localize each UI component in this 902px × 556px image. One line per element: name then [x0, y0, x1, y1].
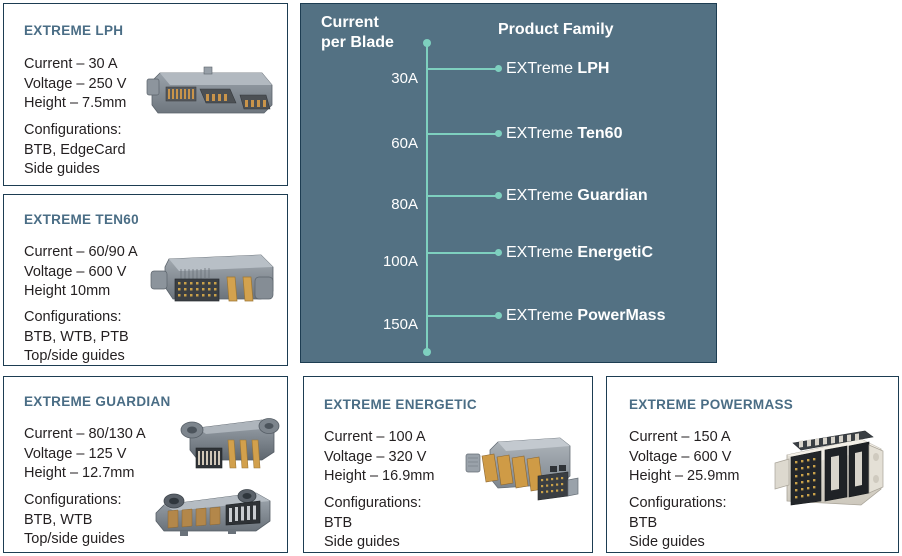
family-name: LPH: [577, 60, 610, 77]
card-title: EXTREME POWERMASS: [629, 397, 794, 412]
axis-title: Current per Blade: [321, 13, 441, 53]
connector-line-30a: [428, 68, 498, 70]
spec-current: Current – 30 A: [24, 56, 118, 72]
family-name: PowerMass: [577, 307, 666, 324]
spec-current: Current – 100 A: [324, 429, 426, 445]
card-configurations: Configurations: BTB, WTB Top/side guides: [24, 491, 125, 550]
card-extreme-energetic[interactable]: EXTREME ENERGETIC Current – 100 A Voltag…: [303, 376, 593, 553]
family-name: Guardian: [577, 187, 648, 204]
tick-label-60a: 60A: [391, 135, 418, 152]
spec-height: Height – 16.9mm: [324, 468, 435, 484]
connector-dot-150a: [495, 312, 502, 319]
spec-current: Current – 150 A: [629, 429, 731, 445]
vertical-axis-line: [426, 43, 428, 353]
axis-title-line1: Current: [321, 14, 379, 31]
config-line: BTB, WTB: [24, 511, 93, 528]
spec-height: Height – 12.7mm: [24, 465, 135, 481]
config-line: BTB, WTB, PTB: [24, 328, 129, 345]
config-line: Top/side guides: [24, 348, 125, 364]
family-label-energetic: EXTreme EnergetiC: [506, 244, 653, 262]
extreme-ten60-connector-image: [150, 254, 274, 302]
family-prefix: EXTreme: [506, 125, 578, 142]
family-prefix: EXTreme: [506, 244, 578, 261]
config-heading: Configurations:: [24, 309, 122, 325]
config-heading: Configurations:: [24, 122, 122, 138]
config-line: Top/side guides: [24, 531, 125, 547]
card-specs: Current – 60/90 A Voltage – 600 V Height…: [24, 243, 138, 302]
tick-label-30a: 30A: [391, 70, 418, 87]
current-per-blade-diagram-panel: Current per Blade Product Family 30A EXT…: [300, 3, 717, 363]
spec-voltage: Voltage – 320 V: [324, 448, 427, 465]
config-heading: Configurations:: [24, 492, 122, 508]
card-configurations: Configurations: BTB Side guides: [629, 494, 727, 553]
spec-voltage: Voltage – 600 V: [629, 448, 732, 465]
card-extreme-powermass[interactable]: EXTREME POWERMASS Current – 150 A Voltag…: [606, 376, 899, 553]
config-heading: Configurations:: [629, 495, 727, 511]
config-heading: Configurations:: [324, 495, 422, 511]
family-label-lph: EXTreme LPH: [506, 60, 609, 78]
card-specs: Current – 150 A Voltage – 600 V Height –…: [629, 428, 739, 487]
axis-title-line2: per Blade: [321, 34, 394, 51]
family-name: EnergetiC: [577, 244, 653, 261]
connector-dot-60a: [495, 130, 502, 137]
extreme-guardian-connector-image-bottom: [155, 489, 271, 536]
spec-voltage: Voltage – 600 V: [24, 263, 127, 280]
spec-height: Height 10mm: [24, 283, 111, 299]
product-family-column-title: Product Family: [498, 21, 614, 38]
spec-voltage: Voltage – 125 V: [24, 445, 127, 462]
card-specs: Current – 30 A Voltage – 250 V Height – …: [24, 55, 126, 114]
family-label-powermass: EXTreme PowerMass: [506, 307, 665, 325]
config-line: Side guides: [24, 161, 100, 177]
card-title: EXTREME LPH: [24, 23, 124, 38]
spec-voltage: Voltage – 250 V: [24, 75, 127, 92]
axis-top-dot: [423, 39, 431, 47]
family-label-guardian: EXTreme Guardian: [506, 187, 648, 205]
card-specs: Current – 80/130 A Voltage – 125 V Heigh…: [24, 425, 146, 484]
card-configurations: Configurations: BTB, EdgeCard Side guide…: [24, 121, 126, 180]
connector-dot-100a: [495, 249, 502, 256]
connector-dot-80a: [495, 192, 502, 199]
spec-height: Height – 25.9mm: [629, 468, 740, 484]
extreme-energetic-connector-image: [465, 437, 579, 501]
connector-dot-30a: [495, 65, 502, 72]
tick-label-100a: 100A: [382, 253, 418, 270]
config-line: BTB, EdgeCard: [24, 141, 126, 158]
family-label-ten60: EXTreme Ten60: [506, 125, 622, 143]
spec-current: Current – 60/90 A: [24, 244, 138, 260]
connector-line-60a: [428, 133, 498, 135]
card-configurations: Configurations: BTB, WTB, PTB Top/side g…: [24, 308, 129, 367]
config-line: BTB: [324, 514, 353, 531]
axis-bottom-dot: [423, 348, 431, 356]
card-title: EXTREME ENERGETIC: [324, 397, 477, 412]
card-specs: Current – 100 A Voltage – 320 V Height –…: [324, 428, 434, 487]
card-extreme-lph[interactable]: EXTREME LPH Current – 30 A Voltage – 250…: [3, 3, 288, 186]
connector-line-80a: [428, 195, 498, 197]
card-title: EXTREME GUARDIAN: [24, 394, 171, 409]
family-prefix: EXTreme: [506, 187, 578, 204]
extreme-guardian-connector-image-top: [180, 418, 280, 469]
card-configurations: Configurations: BTB Side guides: [324, 494, 422, 553]
config-line: BTB: [629, 514, 658, 531]
extreme-powermass-connector-image: [774, 430, 884, 506]
spec-height: Height – 7.5mm: [24, 95, 127, 111]
config-line: Side guides: [629, 534, 705, 550]
family-prefix: EXTreme: [506, 307, 578, 324]
extreme-lph-connector-image: [146, 66, 273, 114]
config-line: Side guides: [324, 534, 400, 550]
connector-line-150a: [428, 315, 498, 317]
tick-label-80a: 80A: [391, 196, 418, 213]
card-title: EXTREME TEN60: [24, 212, 139, 227]
family-name: Ten60: [577, 125, 623, 142]
tick-label-150a: 150A: [382, 316, 418, 333]
card-extreme-guardian[interactable]: EXTREME GUARDIAN Current – 80/130 A Volt…: [3, 376, 288, 553]
connector-line-100a: [428, 252, 498, 254]
family-prefix: EXTreme: [506, 60, 578, 77]
spec-current: Current – 80/130 A: [24, 426, 146, 442]
card-extreme-ten60[interactable]: EXTREME TEN60 Current – 60/90 A Voltage …: [3, 194, 288, 366]
